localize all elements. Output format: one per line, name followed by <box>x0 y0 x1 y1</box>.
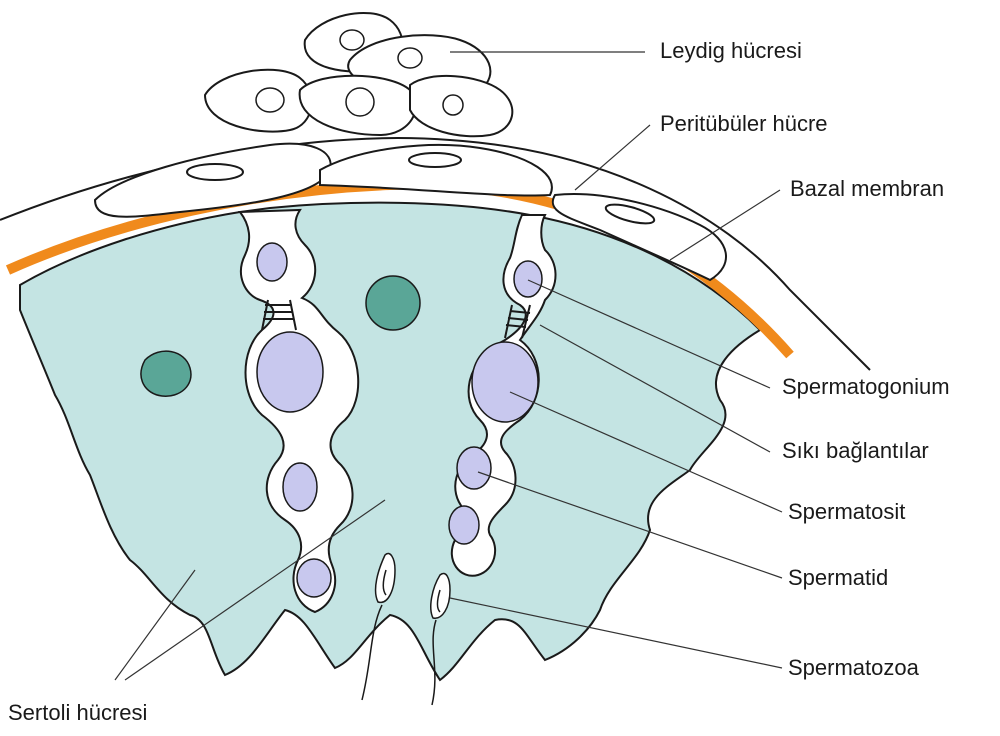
sertoli-nucleus-2 <box>141 351 191 396</box>
spermatogonium-right <box>514 261 542 297</box>
label-sertoli: Sertoli hücresi <box>8 702 147 724</box>
spermatid-left-1 <box>283 463 317 511</box>
sertoli-nucleus-1 <box>366 276 420 330</box>
spermatid-right-1 <box>457 447 491 489</box>
label-tight-junctions: Sıkı bağlantılar <box>782 440 929 462</box>
label-leydig: Leydig hücresi <box>660 40 802 62</box>
label-spermatogonium: Spermatogonium <box>782 376 950 398</box>
label-spermatocyte: Spermatosit <box>788 501 905 523</box>
spermatocyte-left <box>257 332 323 412</box>
spermatogonium-left <box>257 243 287 281</box>
label-spermatozoa: Spermatozoa <box>788 657 919 679</box>
sertoli-cytoplasm <box>20 203 760 680</box>
spermatid-right-2 <box>449 506 479 544</box>
label-spermatid: Spermatid <box>788 567 888 589</box>
leydig-cells <box>205 13 512 136</box>
spermatocyte-right <box>472 342 538 422</box>
spermatid-left-2 <box>297 559 331 597</box>
label-peritubular: Peritübüler hücre <box>660 113 828 135</box>
label-basal-membrane: Bazal membran <box>790 178 944 200</box>
